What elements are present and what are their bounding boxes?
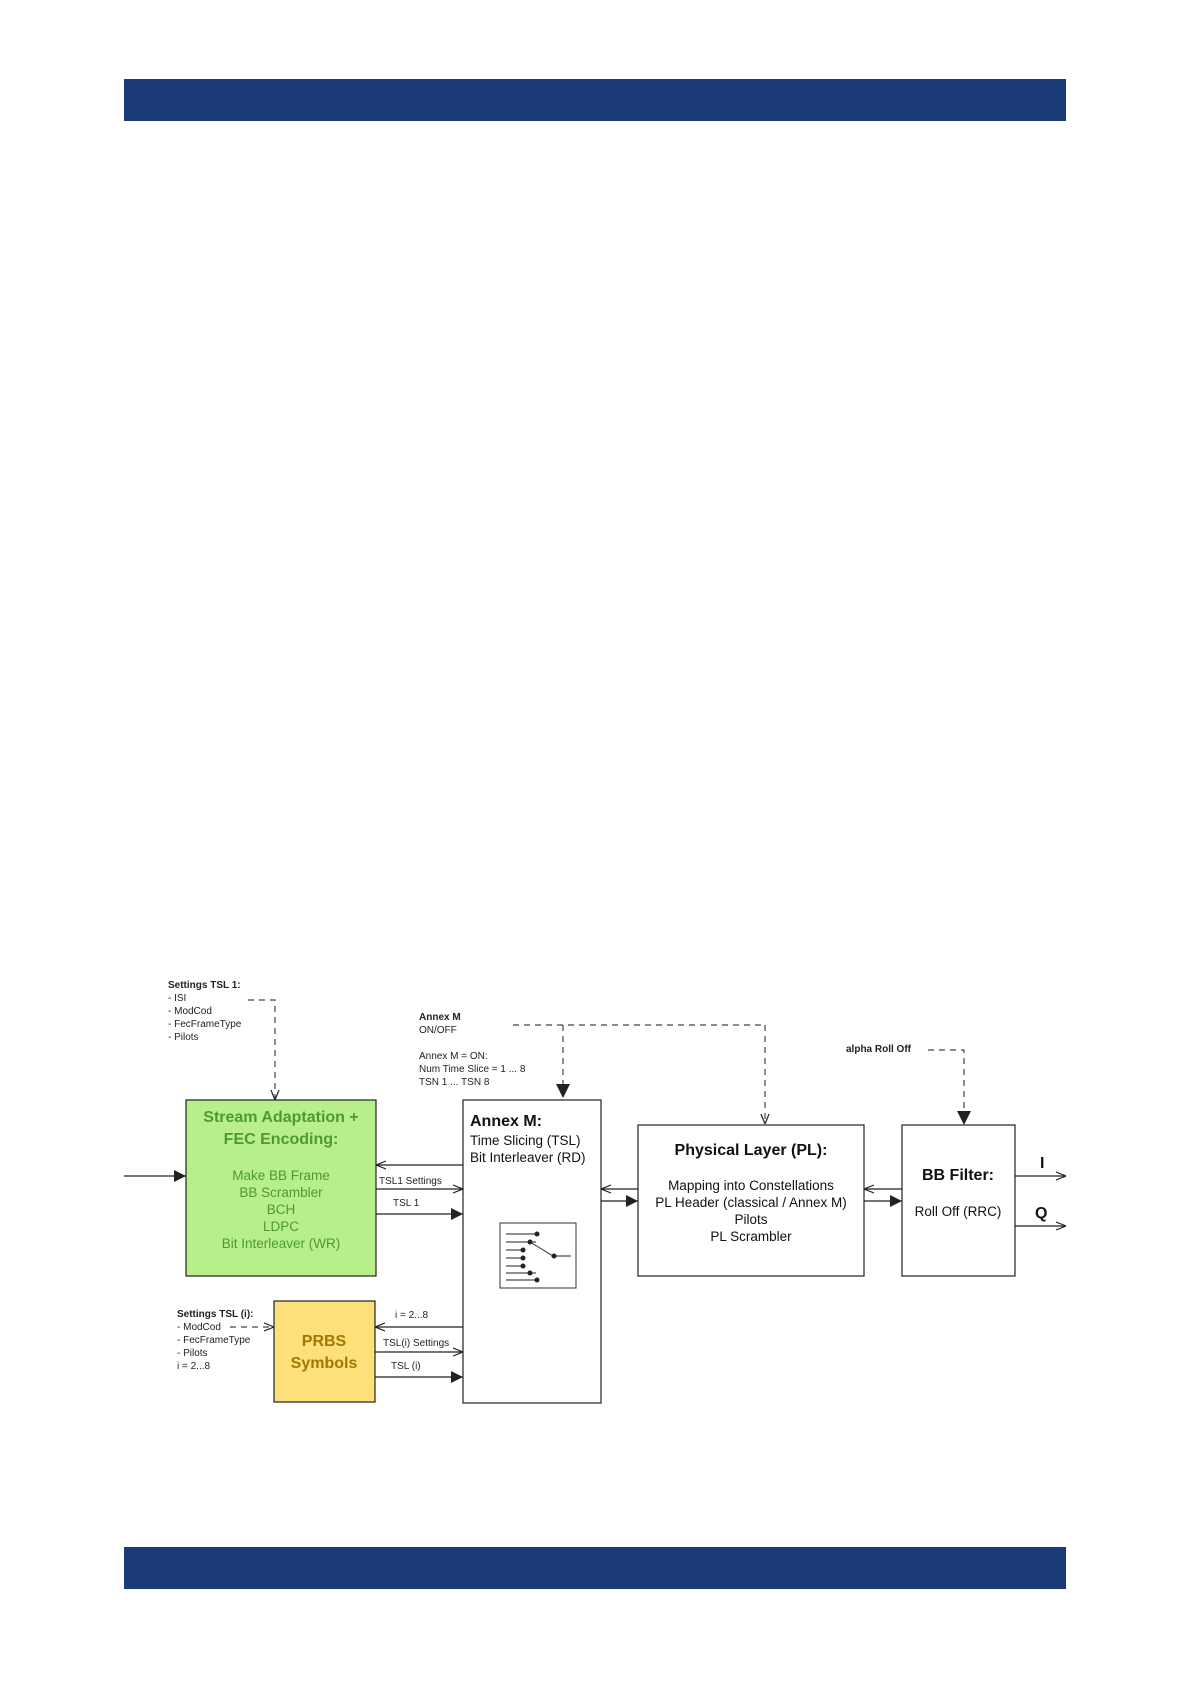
- stream-block-item: Make BB Frame: [232, 1168, 330, 1183]
- settings-tsli-item: i = 2...8: [177, 1361, 211, 1372]
- annex-settings-line: ON/OFF: [419, 1025, 457, 1036]
- pl-block-item: Pilots: [734, 1212, 767, 1227]
- bb-block-item: Roll Off (RRC): [915, 1204, 1002, 1219]
- settings-tsl1-item: - ModCod: [168, 1006, 212, 1017]
- header-band: [124, 79, 1066, 121]
- stream-block-item: LDPC: [263, 1219, 299, 1234]
- alpha-arrowhead: [957, 1111, 971, 1125]
- stream-block-item: BB Scrambler: [239, 1185, 323, 1200]
- prbs-symbols-block: [273, 1300, 376, 1403]
- settings-tsl1-item: - FecFrameType: [168, 1019, 242, 1030]
- settings-tsli-item: - Pilots: [177, 1348, 208, 1359]
- tsli-label: TSL (i): [391, 1361, 421, 1372]
- settings-tsli-title: Settings TSL (i):: [177, 1309, 253, 1320]
- stream-block-title: FEC Encoding:: [224, 1131, 339, 1148]
- settings-tsli-item: - FecFrameType: [177, 1335, 251, 1346]
- annex-settings-title: Annex M: [419, 1012, 461, 1023]
- physical-layer-block: [637, 1124, 865, 1277]
- tsl1-settings-dashed-connector: [248, 999, 275, 1100]
- tsli-settings-label: TSL(i) Settings: [383, 1338, 449, 1349]
- annex-block-item: Bit Interleaver (RD): [470, 1150, 586, 1165]
- bb-filter-block: [901, 1124, 1016, 1277]
- annex-m-settings-label: Annex M ON/OFF Annex M = ON: Num Time Sl…: [419, 1012, 526, 1088]
- settings-tsl1-item: - Pilots: [168, 1032, 199, 1043]
- output-q-label: Q: [1035, 1205, 1047, 1222]
- tsl1-label: TSL 1: [393, 1198, 420, 1209]
- annex-block-title: Annex M:: [470, 1113, 542, 1130]
- annex-settings-line: Annex M = ON:: [419, 1051, 488, 1062]
- stream-block-item: Bit Interleaver (WR): [222, 1236, 341, 1251]
- pl-block-item: PL Header (classical / Annex M): [655, 1195, 847, 1210]
- settings-tsli-item: - ModCod: [177, 1322, 221, 1333]
- alpha-roll-off-label: alpha Roll Off: [846, 1044, 912, 1055]
- settings-tsl1-title: Settings TSL 1:: [168, 980, 241, 991]
- output-i-label: I: [1040, 1155, 1044, 1172]
- alpha-dashed-connector: [928, 1049, 965, 1110]
- annex-settings-line: Num Time Slice = 1 ... 8: [419, 1064, 526, 1075]
- settings-tsl1-item: - ISI: [168, 993, 186, 1004]
- settings-tsli-label: Settings TSL (i): - ModCod - FecFrameTyp…: [177, 1309, 253, 1372]
- pl-block-item: PL Scrambler: [710, 1229, 792, 1244]
- stream-adaptation-block: [185, 1099, 377, 1277]
- pl-block-title: Physical Layer (PL):: [675, 1142, 828, 1159]
- time-slice-switch-icon: [499, 1222, 577, 1289]
- footer-band: [124, 1547, 1066, 1589]
- i-range-label: i = 2...8: [395, 1310, 429, 1321]
- stream-block-item: BCH: [267, 1202, 296, 1217]
- tsl1-settings-label: TSL1 Settings: [379, 1176, 442, 1187]
- bb-block-title: BB Filter:: [922, 1167, 994, 1184]
- annex-drop-arrowhead: [556, 1084, 570, 1098]
- prbs-block-title: Symbols: [291, 1355, 358, 1372]
- pl-block-item: Mapping into Constellations: [668, 1178, 834, 1193]
- annex-settings-line: TSN 1 ... TSN 8: [419, 1077, 490, 1088]
- prbs-block-title: PRBS: [302, 1333, 347, 1350]
- annex-block-item: Time Slicing (TSL): [470, 1133, 581, 1148]
- stream-block-title: Stream Adaptation +: [203, 1109, 358, 1126]
- settings-tsl1-label: Settings TSL 1: - ISI - ModCod - FecFram…: [168, 980, 242, 1043]
